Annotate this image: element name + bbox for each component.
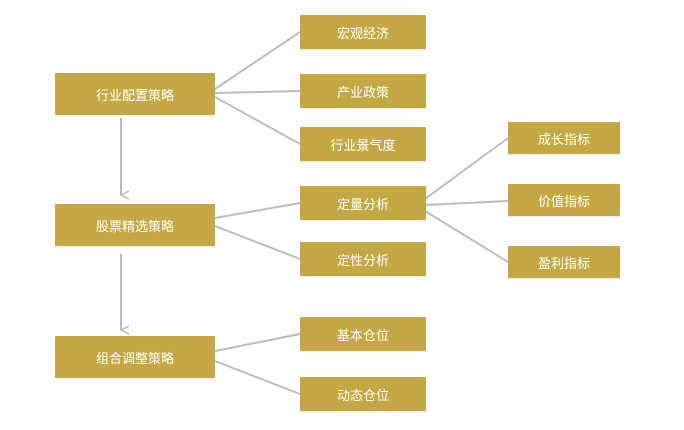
node-portfolio-adjustment-strategy: 组合调整策略 — [55, 336, 215, 378]
connector-stock-to-qual — [214, 225, 301, 260]
node-quantitative-analysis: 定量分析 — [300, 186, 426, 220]
connector-industry-to-policy — [214, 90, 301, 94]
node-qualitative-analysis: 定性分析 — [300, 242, 426, 276]
node-value-indicator: 价值指标 — [508, 184, 620, 216]
connector-stock-to-quant — [214, 202, 301, 219]
connector-quant-to-profit — [424, 210, 509, 263]
connector-portfolio-to-dynamic — [214, 360, 301, 395]
node-stock-selection-strategy: 股票精选策略 — [55, 204, 215, 246]
node-industrial-policy: 产业政策 — [300, 74, 426, 108]
node-base-position: 基本仓位 — [300, 317, 426, 351]
node-growth-indicator: 成长指标 — [508, 122, 620, 154]
connector-portfolio-to-base — [214, 333, 301, 352]
node-profit-indicator: 盈利指标 — [508, 246, 620, 278]
node-industry-allocation-strategy: 行业配置策略 — [55, 73, 215, 115]
node-macro-economy: 宏观经济 — [300, 15, 426, 49]
connector-quant-to-value — [424, 200, 509, 206]
node-dynamic-position: 动态仓位 — [300, 377, 426, 411]
connector-industry-to-macro — [214, 31, 301, 90]
connector-industry-to-prosperity — [214, 96, 301, 145]
node-industry-prosperity: 行业景气度 — [300, 127, 426, 161]
connector-quant-to-growth — [424, 137, 509, 200]
